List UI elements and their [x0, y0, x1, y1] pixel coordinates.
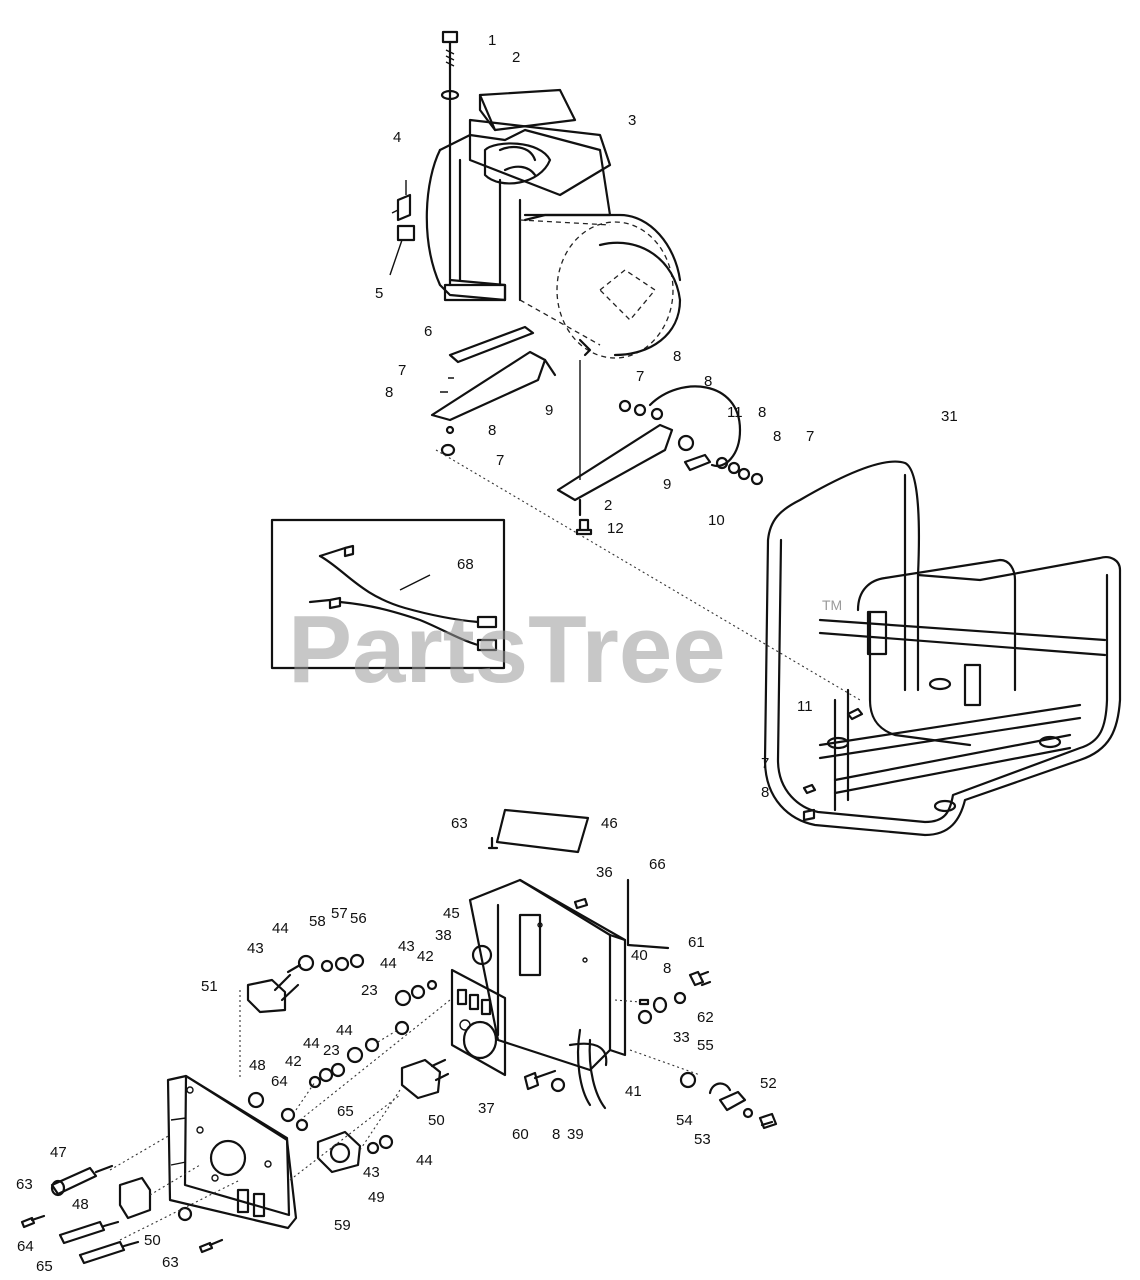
callout-label: 44: [380, 955, 397, 972]
callout-label: 7: [636, 368, 644, 385]
callout-label: 63: [162, 1254, 179, 1271]
callout-label: 38: [435, 927, 452, 944]
callout-label: 44: [336, 1022, 353, 1039]
callout-label: 31: [941, 408, 958, 425]
callout-label: 10: [708, 512, 725, 529]
callout-label: 4: [393, 129, 401, 146]
callout-label: 47: [50, 1144, 67, 1161]
callout-label: 49: [368, 1189, 385, 1206]
callout-label: 8: [663, 960, 671, 977]
callout-label: 8: [673, 348, 681, 365]
callout-label: 8: [773, 428, 781, 445]
callout-label: 51: [201, 978, 218, 995]
callout-label: 55: [697, 1037, 714, 1054]
callout-label: 43: [398, 938, 415, 955]
callout-label: 11: [797, 698, 813, 715]
callout-label: 64: [271, 1073, 288, 1090]
callout-label: 6: [424, 323, 432, 340]
callout-label: 9: [663, 476, 671, 493]
callout-label: 8: [552, 1126, 560, 1143]
callout-label: 65: [337, 1103, 354, 1120]
callout-label: 66: [649, 856, 666, 873]
watermark-trademark: TM: [822, 597, 842, 613]
label-46: [495, 808, 590, 854]
callout-label: 52: [760, 1075, 777, 1092]
callout-label: 1: [488, 32, 496, 49]
callout-label: 54: [676, 1112, 693, 1129]
callout-label: 36: [596, 864, 613, 881]
callout-label: 50: [428, 1112, 445, 1129]
control-box-assembly: [450, 808, 778, 1130]
callout-label: 7: [761, 755, 769, 772]
callout-label: 8: [488, 422, 496, 439]
callout-label: 41: [625, 1083, 642, 1100]
wire-harness-inset: [270, 518, 506, 670]
callout-label: 46: [601, 815, 618, 832]
callout-label: 44: [272, 920, 289, 937]
callout-label: 8: [704, 373, 712, 390]
callout-label: 45: [443, 905, 460, 922]
callout-label: 9: [545, 402, 553, 419]
callout-label: 42: [417, 948, 434, 965]
callout-label: 62: [697, 1009, 714, 1026]
callout-label: 5: [375, 285, 383, 302]
callout-label: 63: [16, 1176, 33, 1193]
callout-label: 53: [694, 1131, 711, 1148]
bracket-part-4-5: [389, 180, 416, 276]
callout-label: 57: [331, 905, 348, 922]
callout-label: 43: [247, 940, 264, 957]
callout-label: 23: [323, 1042, 340, 1059]
callout-label: 33: [673, 1029, 690, 1046]
callout-label: 40: [631, 947, 648, 964]
callout-label: 59: [334, 1217, 351, 1234]
callout-label: 7: [398, 362, 406, 379]
callout-label: 50: [144, 1232, 161, 1249]
watermark-text: PartsTree: [288, 596, 726, 703]
callout-label: 58: [309, 913, 326, 930]
callout-label: 48: [249, 1057, 266, 1074]
callout-label: 8: [761, 784, 769, 801]
callout-label: 44: [416, 1152, 433, 1169]
callout-label: 8: [758, 404, 766, 421]
callout-label: 39: [567, 1126, 584, 1143]
front-panel-hardware: [20, 953, 451, 1265]
callout-label: 56: [350, 910, 367, 927]
callout-label: 48: [72, 1196, 89, 1213]
callout-label: 7: [806, 428, 814, 445]
tube-frame: [763, 460, 1122, 837]
callout-label: 2: [512, 49, 520, 66]
callout-label: 68: [457, 556, 474, 573]
callout-label: 43: [363, 1164, 380, 1181]
callout-label: 61: [688, 934, 705, 951]
mounting-brackets: [430, 325, 861, 701]
callout-label: 60: [512, 1126, 529, 1143]
callout-label: 11: [727, 404, 743, 421]
callout-label: 65: [36, 1258, 53, 1275]
callout-label: 12: [607, 520, 624, 537]
engine-generator-assembly: [425, 30, 682, 359]
callout-label: 37: [478, 1100, 495, 1117]
callout-label: 3: [628, 112, 636, 129]
watermark: PartsTree TM: [288, 596, 842, 703]
callout-label: 42: [285, 1053, 302, 1070]
callout-label: 63: [451, 815, 468, 832]
callout-label: 64: [17, 1238, 34, 1255]
callout-label: 7: [496, 452, 504, 469]
callout-label: 8: [385, 384, 393, 401]
callout-label: 44: [303, 1035, 320, 1052]
callout-label: 2: [604, 497, 612, 514]
front-panel: [166, 1074, 298, 1230]
callout-label: 23: [361, 982, 378, 999]
